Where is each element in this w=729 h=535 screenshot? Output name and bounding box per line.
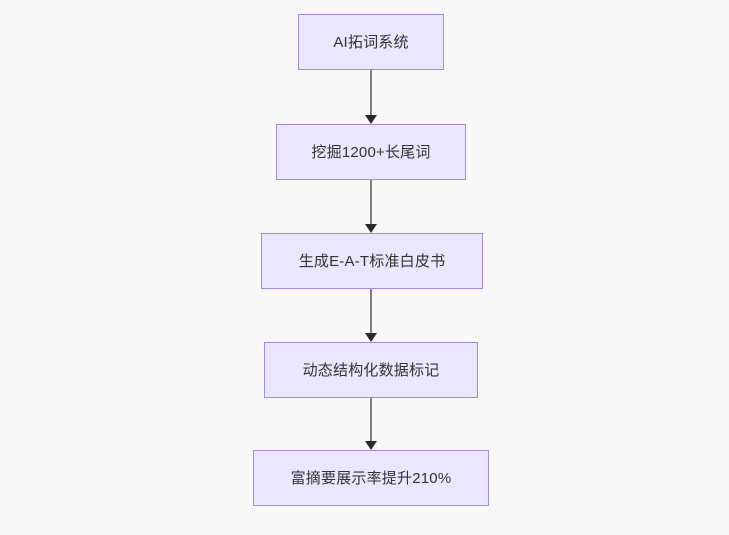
flow-node-label: 挖掘1200+长尾词 xyxy=(311,143,431,161)
flow-node-label: 生成E-A-T标准白皮书 xyxy=(298,252,446,270)
arrowhead-icon xyxy=(365,333,377,342)
flow-node-label: AI拓词系统 xyxy=(333,33,409,51)
flow-node-dynamic-structured-data-markup[interactable]: 动态结构化数据标记 xyxy=(264,342,478,398)
flow-node-generate-eat-whitepaper[interactable]: 生成E-A-T标准白皮书 xyxy=(261,233,483,289)
flow-edge-4-to-5 xyxy=(359,398,383,450)
flow-node-label: 富摘要展示率提升210% xyxy=(290,469,452,487)
flow-edge-3-to-4 xyxy=(359,289,383,342)
flow-node-ai-keyword-system[interactable]: AI拓词系统 xyxy=(298,14,444,70)
edge-line xyxy=(370,70,372,115)
flow-node-rich-snippet-rate-increase[interactable]: 富摘要展示率提升210% xyxy=(253,450,489,506)
arrowhead-icon xyxy=(365,224,377,233)
flow-node-mine-longtail-keywords[interactable]: 挖掘1200+长尾词 xyxy=(276,124,466,180)
flow-node-label: 动态结构化数据标记 xyxy=(302,361,440,379)
flow-edge-2-to-3 xyxy=(359,180,383,233)
flow-edge-1-to-2 xyxy=(359,70,383,124)
edge-line xyxy=(370,289,372,333)
arrowhead-icon xyxy=(365,441,377,450)
edge-line xyxy=(370,180,372,224)
arrowhead-icon xyxy=(365,115,377,124)
edge-line xyxy=(370,398,372,441)
